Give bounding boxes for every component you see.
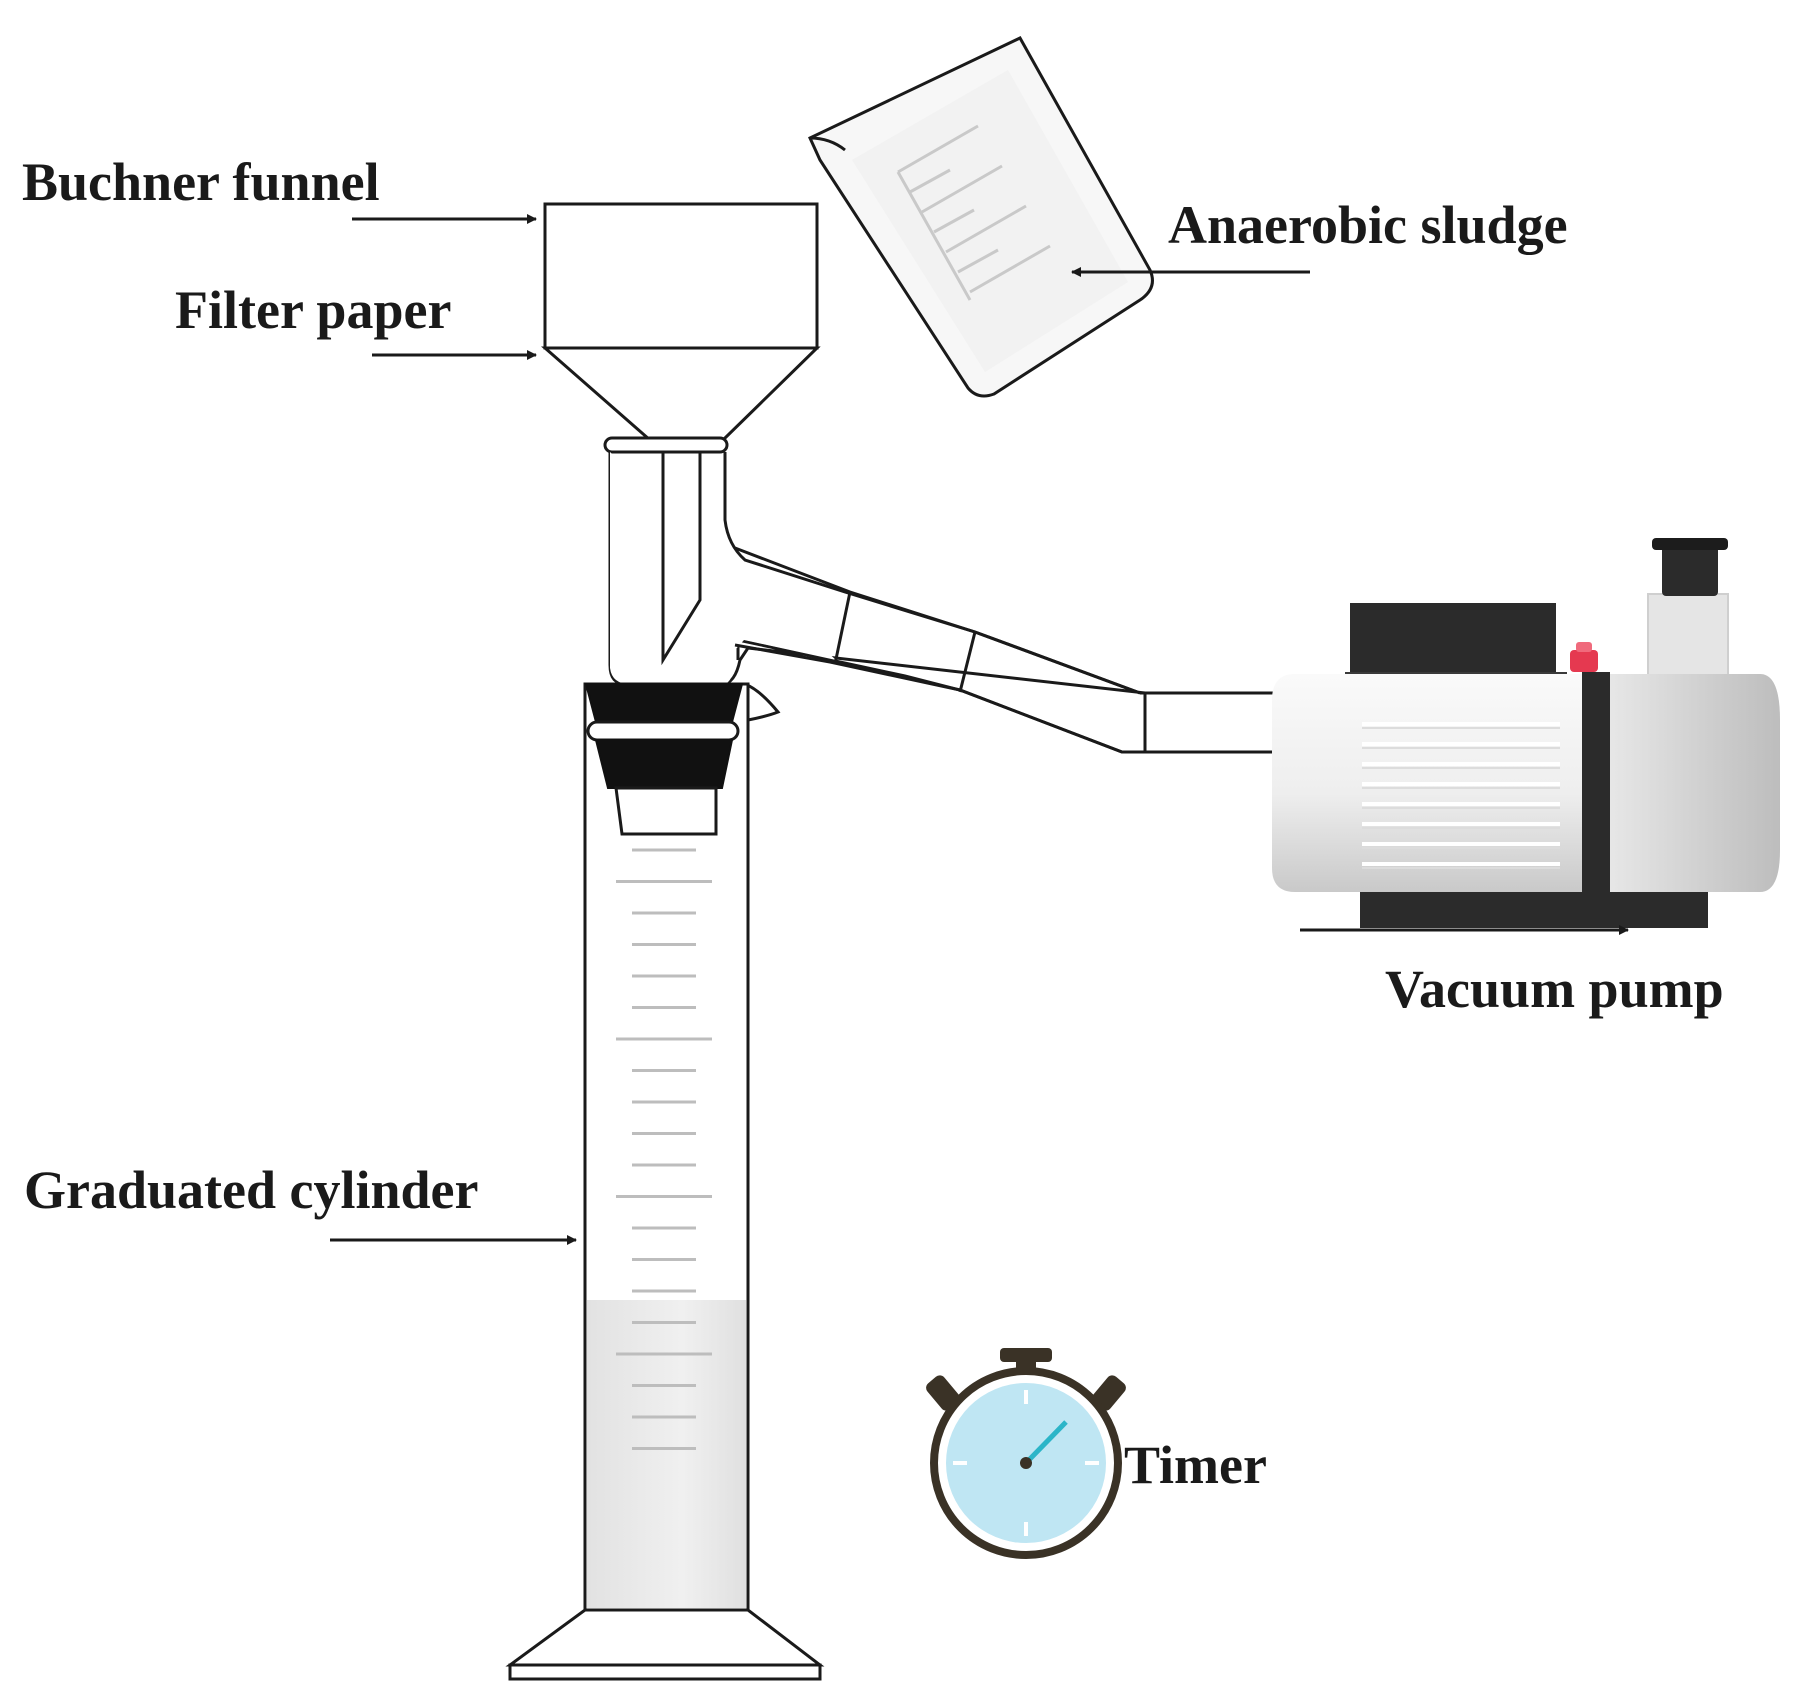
beaker-icon [808,36,1154,398]
vacuum-pump-icon [1272,538,1780,928]
vacuum-tubing [734,546,1280,754]
buchner-funnel [541,202,821,442]
beaker-graduations [896,124,1051,301]
filter-paper-label: Filter paper [175,280,451,340]
vacuum-pump-label: Vacuum pump [1385,959,1724,1019]
graduated-cylinder-label: Graduated cylinder [24,1160,479,1220]
label-arrows [330,214,1629,1245]
timer-label: Timer [1124,1435,1267,1495]
filtrate-liquid [587,1300,746,1608]
buchner-funnel-label: Buchner funnel [22,152,380,212]
filter-flask-adapter [603,436,1147,754]
anaerobic-sludge-label: Anaerobic sludge [1168,195,1568,255]
pump-cooling-fins [1362,722,1560,866]
graduated-cylinder [505,682,825,1681]
cylinder-graduations [616,848,712,1450]
stopwatch-icon [926,1348,1126,1559]
rubber-stopper [584,683,744,836]
